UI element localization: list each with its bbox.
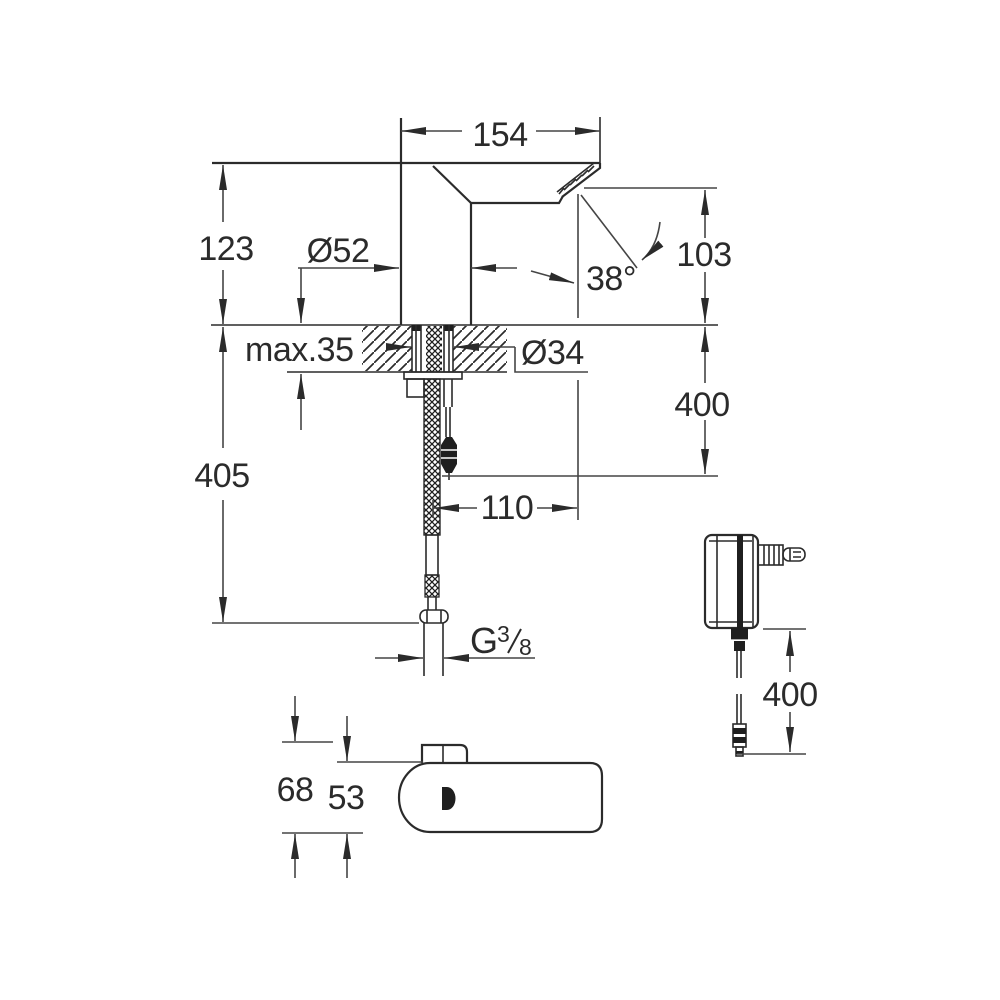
- spout-underside: [471, 195, 564, 205]
- dim-label-g38: G 3 8: [470, 620, 532, 661]
- hose-knurled-fitting: [424, 574, 440, 598]
- dim-label-68: 68: [277, 771, 314, 809]
- counter-hatch-right: [453, 326, 507, 371]
- dimensions-top-view: 68 53: [277, 696, 423, 878]
- dim-label-123: 123: [198, 230, 253, 268]
- dim-label-53: 53: [328, 779, 365, 817]
- dim-label-103: 103: [676, 236, 731, 274]
- g38-letter: G: [470, 620, 498, 661]
- mounting-flange: [403, 371, 463, 380]
- dim-label-405: 405: [194, 457, 249, 495]
- dimension-adapter-cable: 400: [737, 628, 818, 755]
- g38-thread-tube: [423, 623, 444, 676]
- spout-outlet-face: [556, 162, 602, 198]
- adapter-body: [703, 533, 760, 630]
- g38-denominator: 8: [519, 634, 531, 660]
- top-view-spout-tab: [420, 743, 469, 763]
- cable-strain-relief: [731, 628, 748, 640]
- dim-label-o52: Ø52: [307, 232, 370, 270]
- g38-fraction-slash: [507, 628, 522, 654]
- sensor-window-dot: [442, 787, 456, 810]
- faucet-side-view: [212, 117, 602, 325]
- adapter-cable: [736, 651, 742, 724]
- hose-neck: [427, 597, 437, 610]
- mounting-shank-and-hoses: [403, 325, 463, 676]
- faucet-top-view: [397, 743, 604, 834]
- g38-union-nut: [419, 609, 449, 624]
- spray-angle-line: [580, 194, 638, 269]
- hose-end-tube: [425, 534, 439, 576]
- dim-label-110: 110: [481, 489, 534, 527]
- braided-hose: [423, 378, 441, 536]
- dim-label-o34: Ø34: [521, 334, 584, 372]
- g38-numerator: 3: [497, 621, 509, 647]
- dim-label-154: 154: [472, 116, 527, 154]
- counter-hatch-left: [362, 326, 412, 371]
- dim-label-adapter-400: 400: [762, 676, 817, 714]
- shank-tube: [415, 325, 450, 372]
- dim-label-38deg: 38°: [586, 260, 636, 298]
- cable-end-connector: [732, 723, 747, 748]
- dim-label-max35: max.35: [245, 331, 354, 369]
- top-view-body-outline: [397, 761, 604, 834]
- plug-prong: [782, 547, 806, 562]
- sensor-cable: [443, 379, 453, 437]
- mounting-hole-edges: [411, 325, 454, 372]
- cable-plug-connector: [441, 437, 457, 473]
- threaded-shank: [426, 326, 442, 372]
- mounting-nut: [406, 378, 425, 398]
- angle-arc-arrow: [641, 221, 664, 261]
- adapter-body-stripe: [737, 535, 743, 628]
- power-adapter: [703, 533, 806, 757]
- dim-label-400: 400: [674, 386, 729, 424]
- faucet-neck-curve: [432, 165, 472, 204]
- dimensions-side-view: 154 123 405 Ø52 max.35 Ø34 38° 103: [194, 116, 732, 662]
